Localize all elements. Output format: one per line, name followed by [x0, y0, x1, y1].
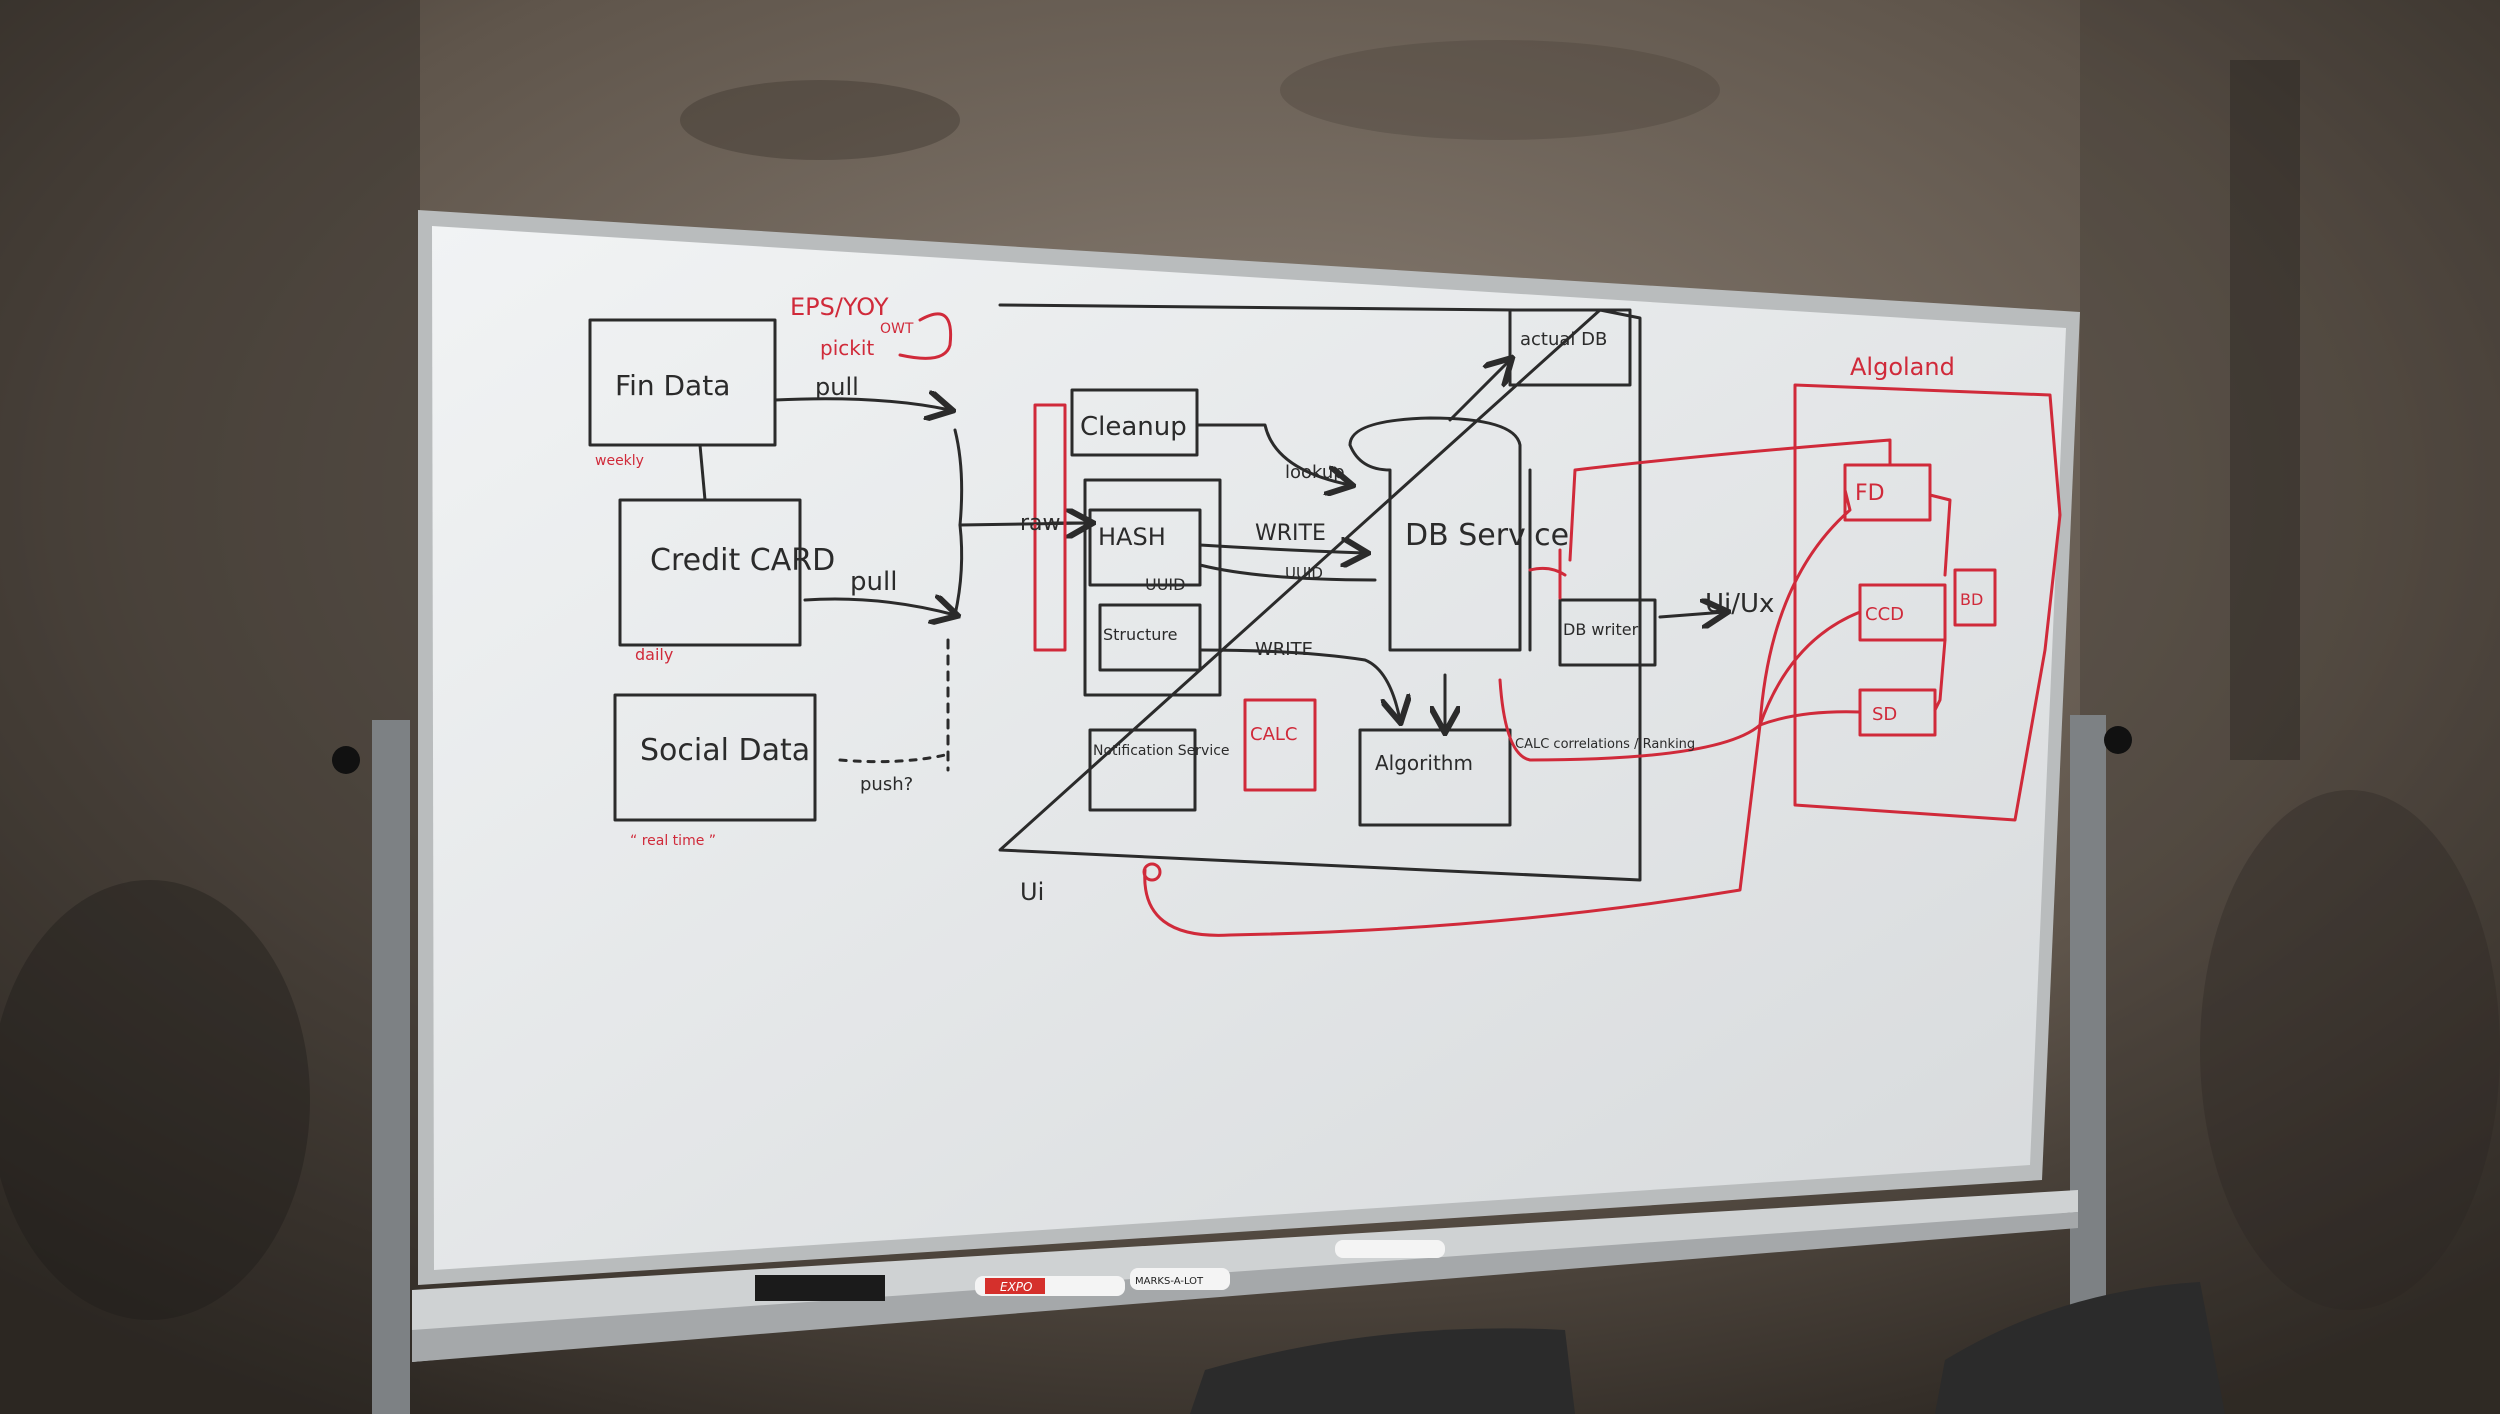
algoland-title: Algoland — [1850, 353, 1955, 381]
eps-yoy-note: EPS/YOY — [790, 293, 889, 321]
uuid-label-2: UUID — [1285, 564, 1323, 582]
owt-note: OWT — [880, 321, 914, 337]
db-writer-label: DB writer — [1563, 620, 1639, 639]
uuid-label-1: UUID — [1145, 575, 1185, 594]
hash-box — [1088, 508, 1202, 587]
structure-box — [1098, 603, 1202, 672]
db-service-label: DB Service — [1405, 518, 1569, 553]
db-service-cylinder — [1348, 416, 1522, 652]
hash-label: HASH — [1098, 523, 1166, 551]
whiteboard-stand — [332, 715, 2132, 1414]
marks-a-lot-label: MARKS-A-LOT — [1135, 1276, 1204, 1287]
push-arrow — [838, 753, 947, 764]
black-ink-drawing — [588, 303, 1725, 882]
raw-label: raw — [1020, 511, 1061, 536]
whiteboard — [418, 210, 2080, 1285]
pickit-note: pickit — [820, 336, 874, 360]
pull-arrow-2 — [803, 599, 955, 615]
white-marker[interactable] — [1335, 1240, 1445, 1258]
social-data-box — [613, 693, 817, 822]
push-question-label: push? — [860, 774, 913, 795]
calc-box — [1243, 698, 1317, 792]
write-label-2: WRITE — [1255, 639, 1313, 660]
black-marker[interactable] — [1130, 1268, 1230, 1290]
chairs — [1190, 1282, 2225, 1414]
eps-bracket — [898, 312, 953, 360]
db-writer-box — [1558, 598, 1657, 667]
credit-card-label: Credit CARD — [650, 543, 835, 578]
daily-label: daily — [635, 645, 673, 664]
fin-data-box — [588, 318, 777, 447]
pull-label-2: pull — [850, 567, 897, 597]
actual-db-label: actual DB — [1520, 329, 1607, 350]
ui-label: Ui — [1020, 878, 1044, 906]
notification-box — [1088, 728, 1197, 812]
ccd-label: CCD — [1865, 604, 1904, 625]
weekly-label: weekly — [595, 453, 644, 469]
cleanup-label: Cleanup — [1080, 412, 1187, 442]
algoland-container — [1793, 383, 2062, 822]
social-data-label: Social Data — [640, 733, 810, 768]
cleanup-box — [1070, 388, 1199, 457]
fin-data-label: Fin Data — [615, 369, 730, 402]
algorithm-label: Algorithm — [1375, 751, 1473, 775]
eraser[interactable] — [755, 1275, 885, 1301]
expo-label: EXPO — [1000, 1280, 1032, 1294]
credit-card-box — [618, 498, 802, 647]
write-label-1: WRITE — [1255, 521, 1326, 546]
actual-db-box — [1508, 308, 1632, 387]
red-ink-drawing — [898, 312, 2062, 937]
marker-tray: EXPO MARKS-A-LOT — [412, 1190, 2078, 1362]
raw-red-bar — [1033, 403, 1067, 652]
sd-label: SD — [1872, 704, 1897, 725]
fin-credit-link — [698, 443, 707, 502]
lookup-label: lookup — [1285, 462, 1345, 483]
fd-label: FD — [1855, 481, 1885, 506]
real-time-label: “ real time ” — [630, 833, 716, 849]
bd-box — [1953, 568, 1997, 627]
bd-label: BD — [1960, 590, 1983, 609]
pull-label-1: pull — [815, 373, 859, 401]
notification-label: Notification Service — [1093, 743, 1230, 759]
ui-ux-label: Ui/Ux — [1705, 589, 1774, 619]
structure-label: Structure — [1103, 625, 1177, 644]
pull-arrow-1 — [773, 399, 950, 410]
calc-label: CALC — [1250, 724, 1297, 745]
calc-notes-label: CALC correlations / Ranking — [1515, 737, 1695, 752]
